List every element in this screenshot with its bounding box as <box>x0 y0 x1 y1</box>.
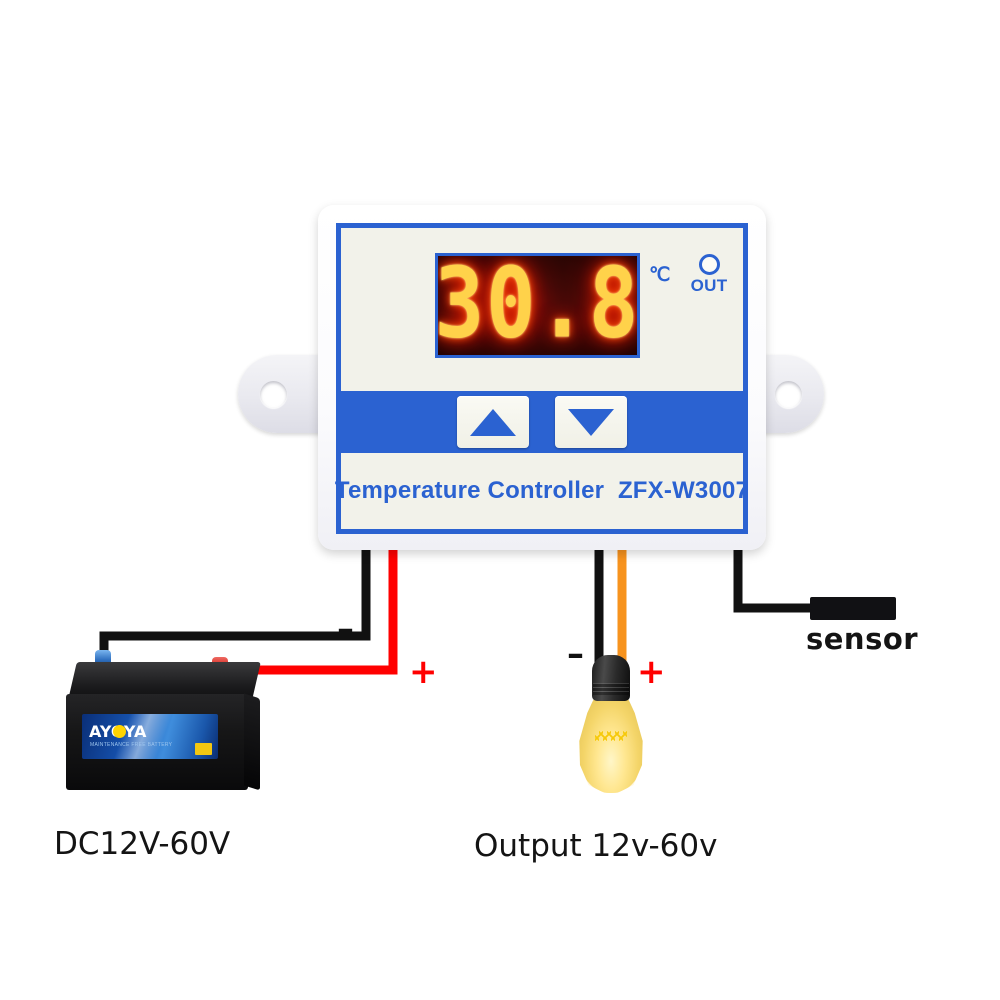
up-button[interactable] <box>457 396 529 448</box>
load-negative-sign: – <box>567 634 584 674</box>
wire-supply-negative <box>99 543 371 668</box>
down-button[interactable] <box>555 396 627 448</box>
battery-sub-text: MAINTENANCE FREE BATTERY <box>90 742 173 748</box>
bulb-socket-cap <box>592 655 630 701</box>
battery-logo-icon <box>113 725 126 738</box>
bulb-glass <box>579 693 643 793</box>
product-brand-label: Temperature Controller ZFX-W3007 <box>334 477 750 504</box>
mounting-hole-right <box>775 380 802 408</box>
supply-positive-sign: + <box>409 652 438 692</box>
controller-faceplate: 30.8 ℃ OUT Temperature Controller ZFX-W3… <box>335 223 749 534</box>
input-voltage-label: DC12V-60V <box>54 826 231 862</box>
dc-power-source-battery: AYOYA MAINTENANCE FREE BATTERY <box>66 650 262 792</box>
wire-sensor-lead <box>733 547 820 613</box>
output-status-indicator: OUT <box>681 254 737 296</box>
out-led-icon <box>698 254 720 275</box>
out-indicator-label: OUT <box>690 276 728 295</box>
temperature-sensor-probe <box>810 597 896 620</box>
controller-housing: 30.8 ℃ OUT Temperature Controller ZFX-W3… <box>318 205 766 550</box>
temperature-readout: 30.8 <box>435 253 640 358</box>
wire-supply-positive <box>217 543 398 675</box>
load-positive-sign: + <box>637 652 666 692</box>
celsius-unit-icon: ℃ <box>649 265 670 286</box>
temperature-controller-device: 30.8 ℃ OUT Temperature Controller ZFX-W3… <box>238 205 824 550</box>
mounting-hole-left <box>260 380 287 408</box>
led-display-window: 30.8 <box>435 253 640 358</box>
keypad-band <box>341 391 743 453</box>
brand-strip: Temperature Controller ZFX-W3007 <box>335 453 749 529</box>
battery-case: AYOYA MAINTENANCE FREE BATTERY <box>66 694 248 790</box>
display-panel: 30.8 ℃ OUT <box>341 228 743 391</box>
supply-negative-sign: – <box>337 609 354 649</box>
battery-label: AYOYA MAINTENANCE FREE BATTERY <box>82 714 218 759</box>
triangle-down-icon <box>568 408 614 436</box>
sensor-label: sensor <box>806 622 919 656</box>
output-voltage-label: Output 12v-60v <box>474 828 718 864</box>
battery-badge-icon <box>195 743 212 755</box>
output-load-lamp <box>576 655 646 805</box>
bulb-filament-icon <box>595 731 627 741</box>
triangle-up-icon <box>470 408 516 436</box>
